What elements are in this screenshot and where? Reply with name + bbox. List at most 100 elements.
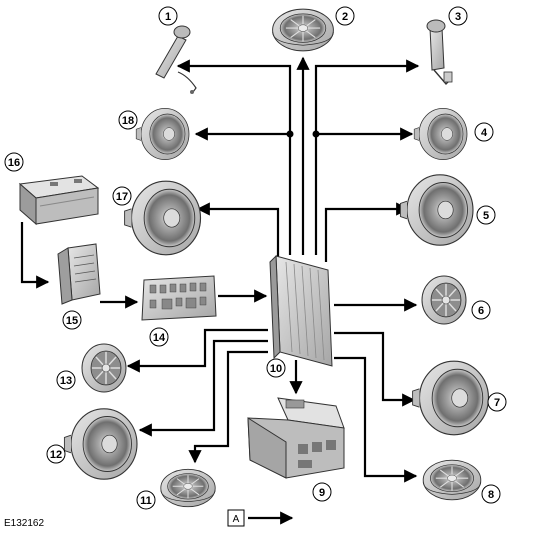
figure-code: E132162 bbox=[4, 518, 44, 529]
speaker-icon bbox=[399, 174, 474, 246]
component-9-control-module bbox=[247, 397, 345, 479]
speaker-icon bbox=[422, 459, 482, 501]
callout-circle bbox=[46, 444, 66, 464]
callout-circle bbox=[487, 392, 507, 412]
callout-circle bbox=[4, 152, 24, 172]
callout-circle bbox=[266, 358, 286, 378]
callout-circle bbox=[62, 310, 82, 330]
callout-number: 15 bbox=[66, 315, 78, 327]
callout-number: 8 bbox=[488, 489, 494, 501]
callout-14: 14 bbox=[149, 327, 169, 347]
callout-number: 16 bbox=[8, 157, 20, 169]
callout-number: 5 bbox=[483, 210, 489, 222]
legend-key: A bbox=[227, 509, 245, 527]
speaker-icon bbox=[412, 360, 490, 436]
callout-circle bbox=[335, 6, 355, 26]
speaker-icon bbox=[81, 343, 127, 393]
callout-number: 1 bbox=[165, 11, 171, 23]
component-4-speaker bbox=[413, 108, 468, 161]
speaker-icon bbox=[272, 8, 334, 52]
callout-number: 2 bbox=[342, 11, 348, 23]
callout-number: 9 bbox=[319, 487, 325, 499]
callout-circle bbox=[158, 6, 178, 26]
callout-17: 17 bbox=[112, 186, 132, 206]
callout-1: 1 bbox=[158, 6, 178, 26]
callout-5: 5 bbox=[476, 205, 496, 225]
relay-module-icon bbox=[57, 243, 101, 305]
wiring-harness bbox=[20, 56, 420, 525]
component-13-speaker bbox=[81, 343, 127, 393]
callout-16: 16 bbox=[4, 152, 24, 172]
amplifier-icon bbox=[269, 254, 333, 367]
callout-circle bbox=[471, 300, 491, 320]
callout-8: 8 bbox=[481, 484, 501, 504]
callout-10: 10 bbox=[266, 358, 286, 378]
component-8-speaker bbox=[422, 459, 482, 501]
callout-circle bbox=[474, 122, 494, 142]
component-17-speaker bbox=[124, 180, 202, 256]
component-7-speaker bbox=[412, 360, 490, 436]
tweeter-bracket-icon bbox=[155, 25, 197, 94]
speaker-icon bbox=[135, 108, 190, 161]
wire-to-5 bbox=[324, 202, 410, 262]
callout-13: 13 bbox=[56, 370, 76, 390]
callout-circle bbox=[448, 6, 468, 26]
legend-key-label: A bbox=[233, 514, 240, 525]
callout-circle bbox=[112, 186, 132, 206]
callout-number: 17 bbox=[116, 191, 128, 203]
fuse-box-icon bbox=[141, 275, 217, 321]
callout-number: 10 bbox=[270, 363, 282, 375]
wire-to-17 bbox=[196, 202, 280, 258]
component-6-speaker bbox=[421, 275, 467, 325]
callout-circle bbox=[56, 370, 76, 390]
battery-icon bbox=[18, 175, 100, 226]
callout-number: 14 bbox=[153, 332, 166, 344]
tweeter-bracket-icon bbox=[426, 19, 453, 86]
callout-9: 9 bbox=[312, 482, 332, 502]
callout-12: 12 bbox=[46, 444, 66, 464]
callout-6: 6 bbox=[471, 300, 491, 320]
wire-to-3 bbox=[314, 59, 420, 255]
callout-11: 11 bbox=[136, 490, 156, 510]
control-module-icon bbox=[247, 397, 345, 479]
callout-circle bbox=[312, 482, 332, 502]
component-11-speaker bbox=[160, 468, 216, 508]
speaker-icon bbox=[160, 468, 216, 508]
speaker-icon bbox=[124, 180, 202, 256]
wire-to-11 bbox=[188, 350, 268, 464]
component-2-speaker bbox=[272, 8, 334, 52]
callout-number: 4 bbox=[481, 127, 488, 139]
callout-2: 2 bbox=[335, 6, 355, 26]
speaker-icon bbox=[413, 108, 468, 161]
wire-to-8 bbox=[334, 356, 418, 483]
callout-18: 18 bbox=[118, 110, 138, 130]
callout-circle bbox=[149, 327, 169, 347]
callout-number: 11 bbox=[140, 495, 152, 507]
wire-to-12 bbox=[138, 339, 268, 437]
speaker-icon bbox=[421, 275, 467, 325]
component-12-speaker bbox=[63, 408, 138, 480]
callout-number: 12 bbox=[50, 449, 62, 461]
component-16-battery bbox=[18, 175, 100, 226]
callout-number: 6 bbox=[478, 305, 484, 317]
wire-to-7 bbox=[334, 331, 416, 407]
callout-number: 3 bbox=[455, 11, 461, 23]
speaker-icon bbox=[63, 408, 138, 480]
callout-circle bbox=[136, 490, 156, 510]
component-3-tweeter bbox=[426, 19, 453, 86]
component-10-amplifier bbox=[269, 254, 333, 367]
callout-circle bbox=[118, 110, 138, 130]
callout-3: 3 bbox=[448, 6, 468, 26]
callout-circle bbox=[481, 484, 501, 504]
component-14-fuse-box bbox=[141, 275, 217, 321]
wire-to-1 bbox=[176, 59, 292, 255]
component-18-speaker bbox=[135, 108, 190, 161]
wire-16-to-15 bbox=[20, 222, 50, 289]
component-5-speaker bbox=[399, 174, 474, 246]
component-15-relay-module bbox=[57, 243, 101, 305]
callout-number: 13 bbox=[60, 375, 72, 387]
callout-4: 4 bbox=[474, 122, 494, 142]
callout-15: 15 bbox=[62, 310, 82, 330]
